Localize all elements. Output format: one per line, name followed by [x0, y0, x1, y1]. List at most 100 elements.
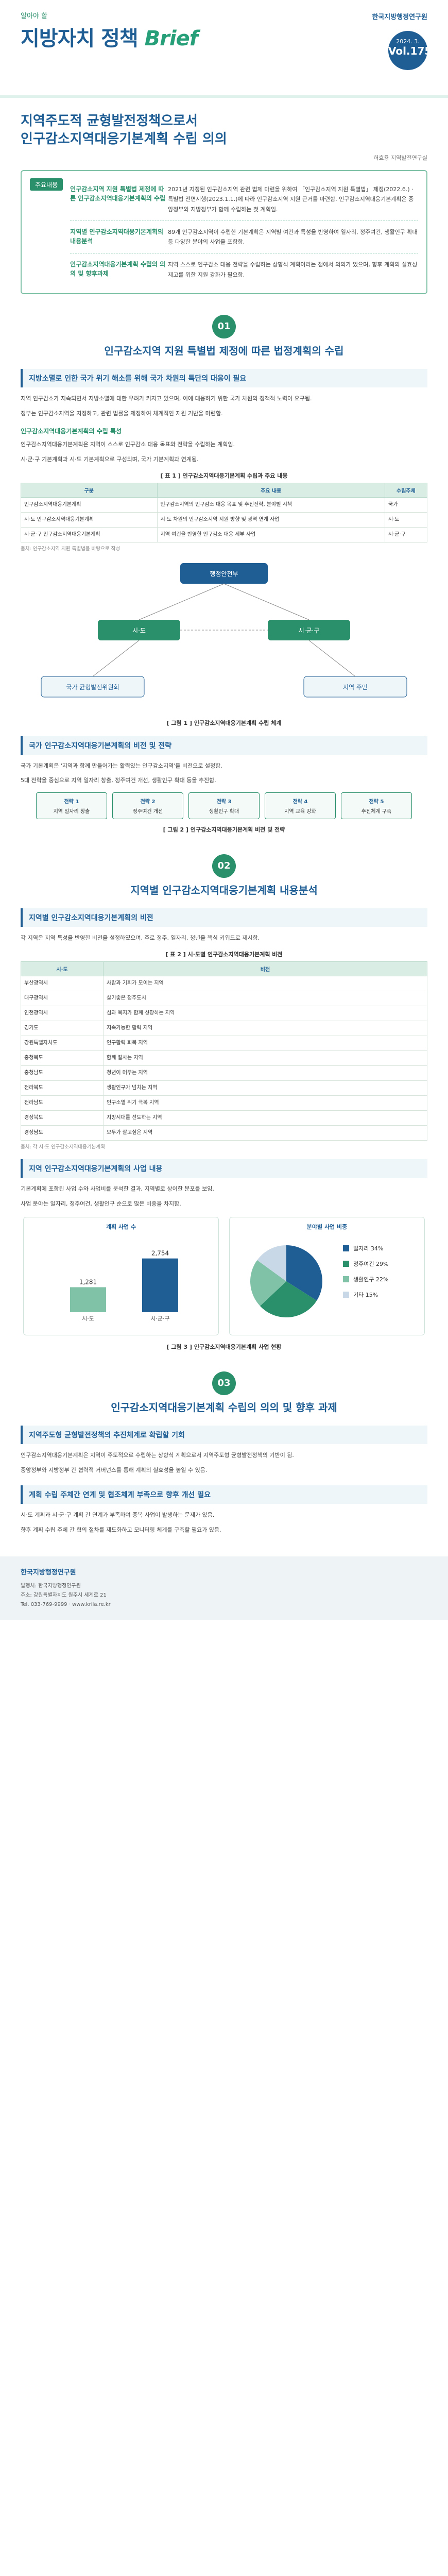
minor-title: 인구감소지역대응기본계획의 수립 특성: [21, 427, 122, 435]
author: 허효용 지역발전연구실: [373, 155, 427, 162]
plan-table: 구분 주요 내용 수립주체 인구감소지역대응기본계획 인구감소지역의 인구감소 …: [21, 482, 428, 543]
subsection-title: 국가 인구감소지역대응기본계획의 비전 및 전략: [21, 736, 427, 755]
section-title: 인구감소지역대응기본계획 수립의 의의 및 향후 과제: [111, 1401, 337, 1414]
summary-value: 지역 스스로 인구감소 대응 전략을 수립하는 상향식 계획이라는 점에서 의의…: [168, 261, 418, 278]
table-row: 시·도 인구감소지역대응기본계획 시·도 차원의 인구감소지역 지원 방향 및 …: [21, 512, 428, 528]
summary-key: 인구감소지역대응기본계획 수립의 의의 및 향후과제: [70, 261, 166, 278]
diagram-caption: [ 그림 1 ] 인구감소지역대응기본계획 수립 체계: [166, 719, 282, 726]
table-cell: 시·군·구: [384, 527, 428, 543]
table-cell: 시·군·구 인구감소지역대응기본계획: [21, 527, 158, 543]
section-title: 인구감소지역 지원 특별법 제정에 따른 법정계획의 수립: [104, 344, 344, 357]
diagram-label: 시·도: [132, 627, 146, 634]
table-cell: 강원특별자치도: [21, 1036, 104, 1052]
legend-swatch: [343, 1291, 349, 1298]
strategy-text: 생활인구 확대: [209, 809, 239, 815]
table-cell: 대구광역시: [21, 991, 104, 1007]
table-cell: 모두가 살고싶은 지역: [103, 1125, 427, 1141]
footer-org[interactable]: 한국지방행정연구원: [21, 1568, 76, 1577]
strategy-box: 전략 4 지역 교육 강화: [265, 792, 336, 820]
legend-swatch: [343, 1260, 349, 1267]
table-header: 수립주체: [384, 482, 428, 498]
title-brief: Brief: [144, 27, 198, 50]
subsection-title: 지역별 인구감소지역대응기본계획의 비전: [21, 908, 427, 927]
header-top-label: 알아야 할: [21, 12, 47, 20]
summary-box: 주요내용 인구감소지역 지원 특별법 제정에 따른 인구감소지역대응기본계획의 …: [21, 170, 427, 294]
table-header: 비전: [103, 961, 427, 977]
summary-value: 89개 인구감소지역이 수립한 기본계획은 지역별 여건과 특성을 반영하여 일…: [168, 228, 418, 246]
table-cell: 지역 여건을 반영한 인구감소 대응 세부 사업: [157, 527, 385, 543]
table-cell: 전라북도: [21, 1080, 104, 1096]
pie-slice-2: [250, 1260, 286, 1306]
bar-1: [142, 1258, 178, 1312]
table-caption: [ 표 2 ] 시·도별 인구감소지역대응기본계획 비전: [165, 951, 283, 958]
summary-rows: 인구감소지역 지원 특별법 제정에 따른 인구감소지역대응기본계획의 수립 20…: [70, 178, 418, 286]
summary-value: 2021년 지정된 인구감소지역 관련 법제 마련을 위하여 「인구감소지역 지…: [168, 186, 414, 213]
legend-label: 일자리 34%: [353, 1245, 383, 1252]
diagram-node-sigungu: [268, 619, 350, 640]
table-cell: 섬과 육지가 함께 성장하는 지역: [103, 1006, 427, 1022]
flow-caption: [ 그림 2 ] 인구감소지역대응기본계획 비전 및 전략: [163, 826, 285, 834]
article-title: 지역주도적 균형발전정책으로서 인구감소지역대응기본계획 수립 의의: [0, 98, 448, 154]
table-cell: 지방시대를 선도하는 지역: [103, 1110, 427, 1126]
section-number: 02: [212, 854, 236, 878]
strategy-text: 정주여건 개선: [132, 809, 163, 815]
summary-row: 인구감소지역 지원 특별법 제정에 따른 인구감소지역대응기본계획의 수립 20…: [70, 178, 418, 221]
footer-line: Tel. 033-769-9999 · www.krila.re.kr: [21, 1601, 111, 1607]
table-cell: 함께 잘사는 지역: [103, 1050, 427, 1066]
org-logo[interactable]: 한국지방행정연구원: [372, 13, 427, 21]
table-cell: 살기좋은 정주도시: [103, 991, 427, 1007]
issue-vol: Vol.175: [388, 45, 432, 57]
title-line-2: 인구감소지역대응기본계획 수립 의의: [21, 131, 227, 147]
pie-slice-3: [257, 1245, 286, 1281]
subsection-title: 지방소멸로 인한 국가 위기 해소를 위해 국가 차원의 특단의 대응이 필요: [21, 368, 427, 387]
table-cell: 충청남도: [21, 1065, 104, 1081]
legend-swatch: [343, 1245, 349, 1251]
table-cell: 충청북도: [21, 1050, 104, 1066]
strategy-box: 전략 2 정주여건 개선: [112, 792, 183, 820]
strategy-box: 전략 1 지역 일자리 창출: [36, 792, 107, 820]
section-number: 03: [212, 1371, 236, 1395]
paragraph: 정부는 인구감소지역을 지정하고, 관련 법률을 제정하여 체계적인 지원 기반…: [21, 410, 223, 417]
table-cell: 인구활력 회복 지역: [103, 1036, 427, 1052]
summary-row: 지역별 인구감소지역대응기본계획의 내용분석 89개 인구감소지역이 수립한 기…: [70, 220, 418, 253]
table-note: 출처: 각 시·도 인구감소지역대응기본계획: [21, 1144, 105, 1150]
pie-slice-0: [286, 1245, 322, 1301]
subsection-title: 계획 수립 주체간 연계 및 협조체계 부족으로 향후 개선 필요: [21, 1485, 427, 1504]
diagram-node-mois: [180, 563, 268, 584]
strategy-box: 전략 5 추진체계 구축: [341, 792, 412, 820]
strategy-box: 전략 3 생활인구 확대: [188, 792, 260, 820]
issue-badge: 2024. 3. Vol.175: [388, 31, 432, 70]
table-cell: 지속가능한 활력 지역: [103, 1021, 427, 1037]
paragraph: 시·군·구 기본계획과 시·도 기본계획으로 구성되며, 국가 기본계획과 연계…: [21, 455, 199, 463]
pie-chart: 일자리 34%정주여건 29%생활인구 22%기타 15%: [250, 1245, 388, 1317]
diagram-arrow: [223, 583, 309, 620]
bar-value-label: 1,281: [79, 1278, 97, 1285]
summary-row: 인구감소지역대응기본계획 수립의 의의 및 향후과제 지역 스스로 인구감소 대…: [70, 253, 418, 286]
table-note: 출처: 인구감소지역 지원 특별법을 바탕으로 작성: [21, 546, 120, 552]
newsletter-title: 지방자치 정책 Brief: [21, 22, 198, 52]
charts-caption: [ 그림 3 ] 인구감소지역대응기본계획 사업 현황: [166, 1343, 282, 1350]
strategy-text: 지역 교육 강화: [284, 809, 316, 815]
section-title: 지역별 인구감소지역대응기본계획 내용분석: [130, 884, 318, 897]
diagram-arrow: [139, 583, 225, 620]
table-header: 구분: [21, 482, 158, 498]
summary-label: 주요내용: [30, 178, 63, 191]
table-cell: 인구감소지역의 인구감소 대응 목표 및 추진전략, 분야별 시책: [157, 497, 385, 513]
diagram-label: 시·군·구: [299, 627, 320, 634]
table-cell: 경기도: [21, 1021, 104, 1037]
table-cell: 인구소멸 위기 극복 지역: [103, 1095, 427, 1111]
section-number: 01: [212, 314, 236, 338]
table-cell: 청년이 머무는 지역: [103, 1065, 427, 1081]
table-cell: 시·도: [384, 512, 428, 528]
chart-title: 분야별 사업 비중: [306, 1223, 348, 1230]
